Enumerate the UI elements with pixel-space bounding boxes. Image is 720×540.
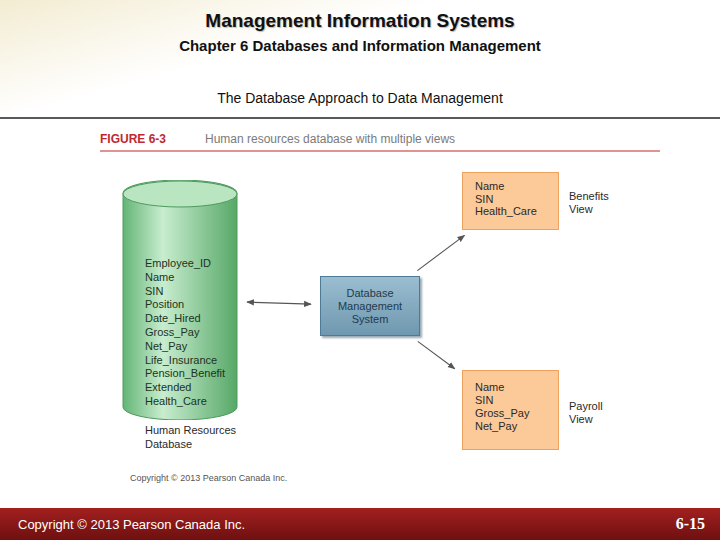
- slide-title: Management Information Systems: [0, 10, 720, 32]
- database-cylinder: Employee_IDNameSINPositionDate_HiredGros…: [122, 180, 238, 420]
- connector-arrow: [417, 235, 464, 270]
- figure-caption: Human resources database with multiple v…: [205, 132, 455, 146]
- header-background: [0, 0, 720, 118]
- field-name: Date_Hired: [145, 312, 238, 326]
- figure-rule: [100, 150, 660, 151]
- box-label: Database Management System: [325, 287, 415, 326]
- footer-bar: [0, 508, 720, 540]
- cylinder-top: [123, 181, 237, 207]
- field-name: Health_Care: [145, 395, 238, 409]
- field-name: SIN: [475, 193, 558, 206]
- footer-copyright: Copyright © 2013 Pearson Canada Inc.: [18, 517, 245, 532]
- field-name: Health_Care: [475, 205, 558, 218]
- field-name: Pension_Benefit: [145, 367, 238, 381]
- database-name: Human Resources Database: [145, 424, 255, 452]
- field-name: Life_Insurance: [145, 354, 238, 368]
- field-name: Position: [145, 298, 238, 312]
- page-number: 6-15: [600, 515, 705, 533]
- field-name: SIN: [475, 394, 558, 407]
- chapter-heading: Chapter 6 Databases and Information Mana…: [0, 37, 720, 54]
- slide-subtitle: The Database Approach to Data Management: [0, 90, 720, 106]
- cylinder-body: [123, 180, 237, 420]
- header-rule: [0, 117, 720, 119]
- figure-number: FIGURE 6-3: [100, 132, 166, 146]
- view-box: NameSINHealth_CareBenefits View: [462, 172, 559, 230]
- dbms-box: Database Management System: [320, 276, 420, 336]
- view-name: Benefits View: [569, 190, 629, 215]
- field-name: Extended: [145, 381, 238, 395]
- view-box: NameSINGross_PayNet_PayPayroll View: [462, 370, 559, 450]
- node-content: NameSINHealth_CareBenefits View: [463, 173, 558, 229]
- node-content: Employee_IDNameSINPositionDate_HiredGros…: [122, 180, 238, 420]
- field-name: Name: [475, 381, 558, 394]
- connector-arrow: [418, 341, 455, 368]
- node-content: NameSINGross_PayNet_PayPayroll View: [463, 371, 558, 449]
- field-name: Employee_ID: [145, 257, 238, 271]
- node-content: Database Management System: [321, 277, 419, 335]
- field-name: SIN: [145, 285, 238, 299]
- field-name: Net_Pay: [145, 340, 238, 354]
- field-name: Net_Pay: [475, 420, 558, 433]
- field-name: Name: [475, 180, 558, 193]
- view-name: Payroll View: [569, 400, 629, 426]
- field-name: Gross_Pay: [475, 407, 558, 420]
- field-name: Name: [145, 271, 238, 285]
- field-name: Gross_Pay: [145, 326, 238, 340]
- figure-copyright: Copyright © 2013 Pearson Canada Inc.: [130, 473, 287, 483]
- connector-arrow: [247, 302, 311, 304]
